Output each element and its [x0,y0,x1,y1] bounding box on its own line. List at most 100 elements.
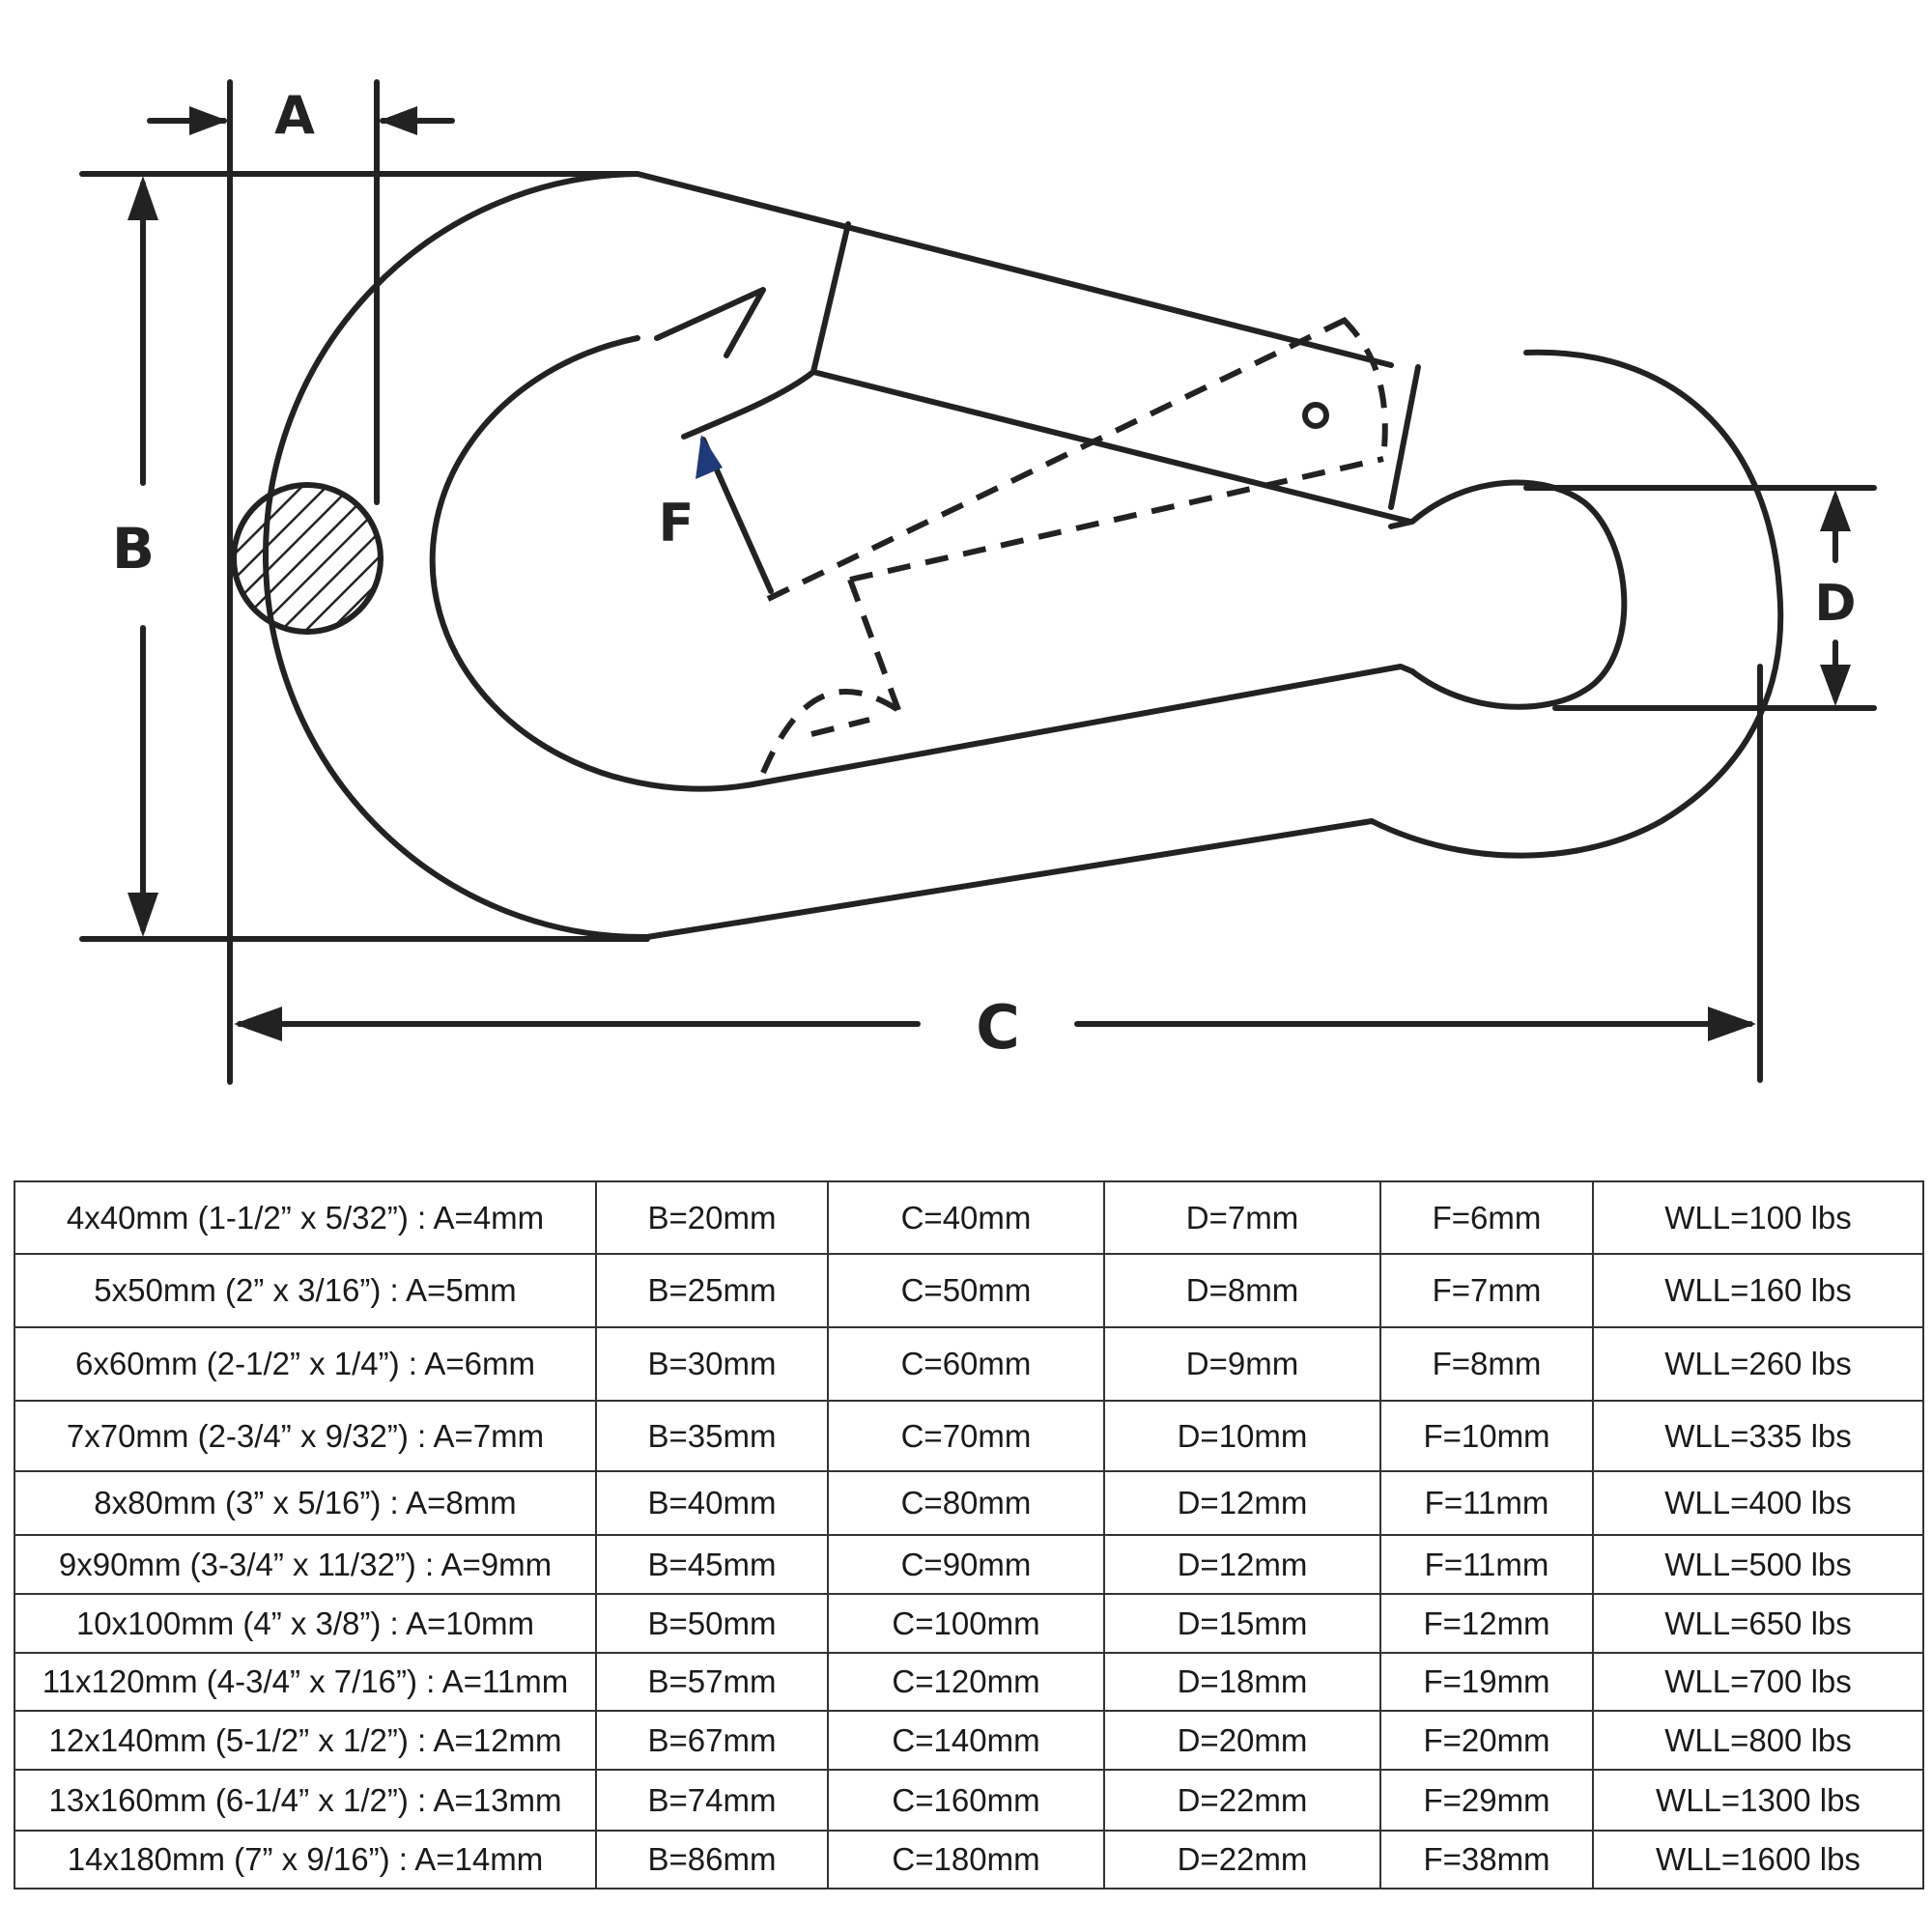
gate-pin [1302,402,1329,429]
cell-b: B=45mm [595,1534,829,1595]
wire-cross-section [231,482,384,635]
cell-c: C=90mm [827,1534,1105,1595]
cell-size: 4x40mm (1-1/2” x 5/32”) : A=4mm [14,1180,597,1255]
cell-f: F=12mm [1379,1593,1594,1654]
label-f: F [659,493,695,554]
cell-wll: WLL=100 lbs [1592,1180,1924,1255]
cell-size: 9x90mm (3-3/4” x 11/32”) : A=9mm [14,1534,597,1595]
cell-b: B=25mm [595,1253,829,1328]
arrowhead-f [696,435,723,479]
cell-d: D=8mm [1103,1253,1381,1328]
cell-f: F=8mm [1379,1326,1594,1402]
hook-loop-outline [1388,479,1628,710]
cell-b: B=86mm [595,1830,829,1889]
hook-inner-outline [429,335,1415,792]
cell-c: C=80mm [827,1470,1105,1536]
arrowhead-b-bottom [128,893,158,937]
cell-f: F=11mm [1379,1534,1594,1595]
label-d: D [1814,575,1856,633]
cell-f: F=7mm [1379,1253,1594,1328]
cell-c: C=120mm [827,1652,1105,1712]
cell-size: 13x160mm (6-1/4” x 1/2”) : A=13mm [14,1769,597,1832]
cell-size: 7x70mm (2-3/4” x 9/32”) : A=7mm [14,1400,597,1472]
cell-f: F=29mm [1379,1769,1594,1832]
cell-b: B=20mm [595,1180,829,1255]
arrowhead-d-top [1820,490,1851,531]
cell-f: F=6mm [1379,1180,1594,1255]
hook-outer-outline [262,171,1784,941]
cell-wll: WLL=1600 lbs [1592,1830,1924,1889]
label-b: B [112,516,155,582]
cell-wll: WLL=160 lbs [1592,1253,1924,1328]
cell-b: B=67mm [595,1710,829,1771]
cell-c: C=40mm [827,1180,1105,1255]
cell-f: F=38mm [1379,1830,1594,1889]
cell-c: C=100mm [827,1593,1105,1654]
cell-b: B=57mm [595,1652,829,1712]
hook-top-edge [635,171,1394,368]
cell-d: D=12mm [1103,1470,1381,1536]
cell-wll: WLL=400 lbs [1592,1470,1924,1536]
cell-b: B=74mm [595,1769,829,1832]
cell-d: D=22mm [1103,1769,1381,1832]
cell-f: F=19mm [1379,1652,1594,1712]
cell-c: C=50mm [827,1253,1105,1328]
cell-b: B=40mm [595,1470,829,1536]
arrowhead-c-left [234,1007,282,1041]
cell-c: C=60mm [827,1326,1105,1402]
cell-wll: WLL=650 lbs [1592,1593,1924,1654]
open-gate-dashed [760,316,1388,775]
cell-wll: WLL=260 lbs [1592,1326,1924,1402]
cell-size: 6x60mm (2-1/2” x 1/4”) : A=6mm [14,1326,597,1402]
cell-size: 8x80mm (3” x 5/16”) : A=8mm [14,1470,597,1536]
cell-b: B=50mm [595,1593,829,1654]
arrowhead-a-right [379,106,417,135]
snap-hook-diagram: A B C D F [79,79,1877,1085]
cell-d: D=18mm [1103,1652,1381,1712]
spring-gate [654,221,1413,525]
arrowhead-c-right [1708,1007,1756,1041]
cell-size: 11x120mm (4-3/4” x 7/16”) : A=11mm [14,1652,597,1712]
cell-d: D=15mm [1103,1593,1381,1654]
cell-wll: WLL=1300 lbs [1592,1769,1924,1832]
cell-c: C=140mm [827,1710,1105,1771]
arrowhead-a-left [189,106,228,135]
cell-d: D=10mm [1103,1400,1381,1472]
cell-wll: WLL=500 lbs [1592,1534,1924,1595]
cell-f: F=10mm [1379,1400,1594,1472]
cell-size: 5x50mm (2” x 3/16”) : A=5mm [14,1253,597,1328]
cell-size: 14x180mm (7” x 9/16”) : A=14mm [14,1830,597,1889]
cell-d: D=22mm [1103,1830,1381,1889]
cell-b: B=35mm [595,1400,829,1472]
gate-tip [1388,364,1421,510]
cell-f: F=20mm [1379,1710,1594,1771]
cell-wll: WLL=800 lbs [1592,1710,1924,1771]
label-c: C [976,992,1020,1063]
cell-size: 12x140mm (5-1/2” x 1/2”) : A=12mm [14,1710,597,1771]
arrowhead-b-top [128,176,158,220]
cell-d: D=20mm [1103,1710,1381,1771]
cell-d: D=12mm [1103,1534,1381,1595]
cell-size: 10x100mm (4” x 3/8”) : A=10mm [14,1593,597,1654]
cell-b: B=30mm [595,1326,829,1402]
arrowhead-d-bottom [1820,665,1851,706]
cell-c: C=180mm [827,1830,1105,1889]
cell-d: D=9mm [1103,1326,1381,1402]
label-a: A [274,85,315,146]
cell-d: D=7mm [1103,1180,1381,1255]
cell-wll: WLL=700 lbs [1592,1652,1924,1712]
cell-f: F=11mm [1379,1470,1594,1536]
